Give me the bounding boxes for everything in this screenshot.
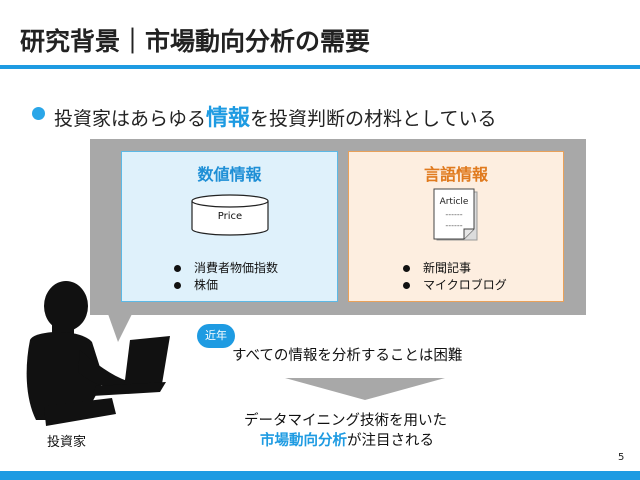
language-info-box: 言語情報 Article ------ ------ 新聞記事 マイクロブログ bbox=[348, 151, 564, 302]
bullet-dot-icon bbox=[32, 107, 45, 120]
language-info-title: 言語情報 bbox=[423, 165, 488, 184]
bullet-icon bbox=[403, 282, 410, 289]
list-item: 株価 bbox=[172, 277, 278, 294]
bullet-prefix: 投資家はあらゆる bbox=[54, 108, 207, 130]
bullet-text: 投資家はあらゆる情報を投資判断の材料としている bbox=[54, 100, 496, 132]
list-item: マイクロブログ bbox=[401, 277, 507, 294]
down-arrow-icon bbox=[285, 378, 445, 400]
bullet-icon bbox=[174, 265, 181, 272]
conclusion-highlight: 市場動向分析 bbox=[260, 433, 347, 449]
recent-badge: 近年 bbox=[197, 324, 235, 348]
slide-title: 研究背景｜市場動向分析の需要 bbox=[20, 27, 371, 56]
page-number: 5 bbox=[618, 452, 625, 463]
document-line: ------ bbox=[445, 221, 463, 230]
footer-bar bbox=[0, 471, 640, 480]
conclusion-line-1: データマイニング技術を用いた bbox=[244, 413, 447, 429]
investor-label: 投資家 bbox=[47, 435, 87, 450]
bullet-suffix: を投資判断の材料としている bbox=[250, 108, 497, 130]
numeric-info-title: 数値情報 bbox=[197, 165, 262, 184]
list-item: 消費者物価指数 bbox=[172, 260, 278, 277]
document-icon bbox=[433, 188, 478, 241]
conclusion-suffix: が注目される bbox=[347, 433, 434, 449]
bullet-icon bbox=[174, 282, 181, 289]
database-label: Price bbox=[217, 211, 243, 222]
difficulty-text: すべての情報を分析することは困難 bbox=[232, 348, 463, 364]
document-label: Article bbox=[439, 197, 469, 207]
language-info-list: 新聞記事 マイクロブログ bbox=[401, 260, 507, 294]
conclusion-line-2: 市場動向分析が注目される bbox=[260, 429, 434, 450]
title-underline bbox=[0, 65, 640, 69]
document-line: ------ bbox=[445, 210, 463, 219]
bullet-icon bbox=[403, 265, 410, 272]
numeric-info-list: 消費者物価指数 株価 bbox=[172, 260, 278, 294]
database-icon bbox=[191, 194, 269, 236]
investor-silhouette-icon bbox=[26, 281, 170, 426]
list-item: 新聞記事 bbox=[401, 260, 507, 277]
numeric-info-box: 数値情報 Price 消費者物価指数 株価 bbox=[121, 151, 338, 302]
bullet-highlight: 情報 bbox=[206, 106, 251, 131]
